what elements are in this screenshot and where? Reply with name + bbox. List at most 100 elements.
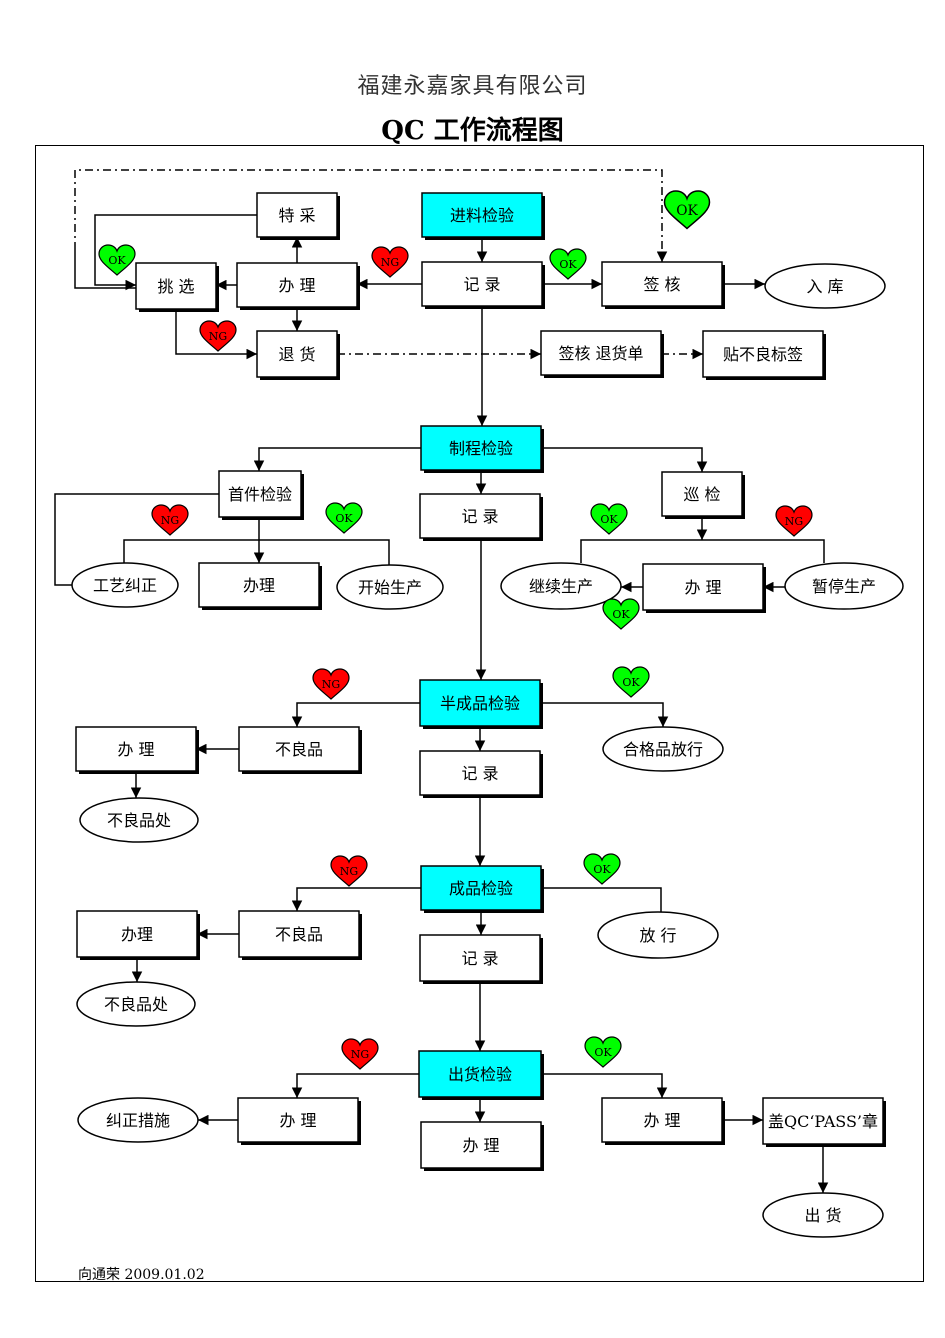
ng-heart-icon: NG	[312, 668, 350, 700]
node-label: 巡 检	[683, 485, 720, 504]
node-label: 记 录	[461, 949, 498, 968]
node-handle-incoming: 办 理	[236, 262, 360, 310]
connector-12	[74, 250, 136, 289]
ok-heart-icon: OK	[602, 598, 640, 630]
node-label: 出货检验	[448, 1065, 512, 1084]
node-record-incoming: 记 录	[421, 261, 545, 309]
ng-heart-icon: NG	[371, 246, 409, 278]
connector-22	[580, 539, 825, 563]
ok-heart-icon: OK	[325, 502, 363, 534]
badge-label: NG	[322, 678, 340, 691]
node-label: 不良品处	[104, 995, 168, 1014]
badge-label: OK	[559, 258, 577, 271]
node-label: 签 核	[643, 275, 680, 294]
node-defect-finished: 不良品	[238, 910, 362, 960]
badge-label: NG	[381, 256, 399, 269]
node-label: 纠正措施	[106, 1111, 170, 1130]
node-label: 记 录	[461, 764, 498, 783]
node-label: 办 理	[462, 1136, 499, 1155]
node-label: 进料检验	[450, 206, 514, 225]
badge-label: NG	[161, 514, 179, 527]
page-title: QC 工作流程图	[381, 116, 564, 146]
node-continue-production: 继续生产	[500, 562, 622, 610]
connector-20	[123, 539, 390, 565]
node-release: 放 行	[597, 911, 719, 959]
badge-label: OK	[593, 863, 611, 876]
node-label: 暂停生产	[812, 577, 876, 596]
node-defect-disposal-finished: 不良品处	[76, 981, 196, 1027]
node-label: 办 理	[117, 740, 154, 759]
node-sign-check: 签 核	[601, 261, 725, 309]
node-sign-return-note: 签核 退货单	[540, 330, 664, 378]
badge-label: NG	[340, 865, 358, 878]
badge-label: OK	[612, 608, 630, 621]
ok-heart-icon: OK	[663, 190, 711, 230]
node-ship-out: 出 货	[762, 1192, 884, 1238]
node-handle-semi: 办 理	[75, 726, 199, 774]
node-qualified-release: 合格品放行	[602, 726, 724, 772]
badge-label: NG	[209, 330, 227, 343]
node-pause-production: 暂停生产	[784, 562, 904, 610]
node-label: 半成品检验	[440, 694, 520, 713]
node-label: 办 理	[643, 1111, 680, 1130]
connector-15	[253, 447, 421, 471]
node-label: 继续生产	[529, 577, 593, 596]
ok-heart-icon: OK	[612, 666, 650, 698]
node-special-purchase: 特 采	[256, 192, 340, 240]
node-attach-defect-label: 贴不良标签	[702, 330, 826, 380]
connector-32	[291, 887, 421, 911]
diagram-frame	[35, 145, 924, 1282]
node-label: 记 录	[463, 275, 500, 294]
node-corrective-action: 纠正措施	[77, 1097, 199, 1143]
node-process-correction: 工艺纠正	[71, 562, 179, 608]
node-label: 退 货	[278, 345, 315, 364]
node-finished-inspection: 成品检验	[420, 865, 544, 913]
node-handle-first-article: 办理	[198, 562, 322, 610]
node-label: 不良品处	[107, 811, 171, 830]
node-process-inspection: 制程检验	[420, 425, 544, 473]
connector-27	[540, 702, 669, 727]
ng-heart-icon: NG	[330, 855, 368, 887]
badge-label: OK	[335, 512, 353, 525]
node-first-article-inspection: 首件检验	[218, 470, 304, 520]
connector-9	[175, 309, 257, 360]
node-label: 办 理	[684, 578, 721, 597]
connector-8	[94, 214, 257, 291]
ok-heart-icon: OK	[590, 503, 628, 535]
node-label: 工艺纠正	[93, 576, 157, 595]
ng-heart-icon: NG	[341, 1038, 379, 1070]
node-label: 特 采	[278, 206, 315, 225]
node-handle-ship-ng: 办 理	[237, 1097, 361, 1145]
node-label: 办 理	[279, 1111, 316, 1130]
node-record-process: 记 录	[419, 493, 543, 541]
node-label: 办理	[243, 576, 275, 595]
node-record-finished: 记 录	[419, 934, 543, 984]
node-label: 不良品	[275, 740, 323, 759]
node-handle-ship-center: 办 理	[420, 1121, 544, 1171]
node-label: 开始生产	[358, 578, 422, 597]
connector-39	[541, 1073, 668, 1098]
connector-38	[291, 1073, 419, 1098]
node-handle-patrol: 办 理	[642, 563, 766, 613]
connector-layer	[54, 169, 829, 1193]
node-shipping-inspection: 出货检验	[418, 1050, 544, 1100]
node-label: 盖QC‘PASS’章	[768, 1112, 878, 1131]
node-record-semi: 记 录	[419, 750, 543, 798]
node-incoming-inspection: 进料检验	[421, 192, 545, 240]
ok-heart-icon: OK	[549, 248, 587, 280]
connector-33	[541, 887, 662, 912]
node-warehousing: 入 库	[764, 263, 886, 309]
node-return-goods: 退 货	[256, 330, 340, 380]
node-label: 签核 退货单	[558, 344, 643, 363]
connector-18	[54, 493, 219, 586]
author-date: 向通荣 2009.01.02	[78, 1267, 205, 1283]
node-label: 制程检验	[449, 439, 513, 458]
node-start-production: 开始生产	[336, 564, 444, 610]
node-label: 不良品	[275, 925, 323, 944]
node-label: 记 录	[461, 507, 498, 526]
node-defect-disposal-semi: 不良品处	[79, 797, 199, 843]
badge-label: OK	[108, 254, 126, 267]
node-label: 放 行	[639, 926, 676, 945]
